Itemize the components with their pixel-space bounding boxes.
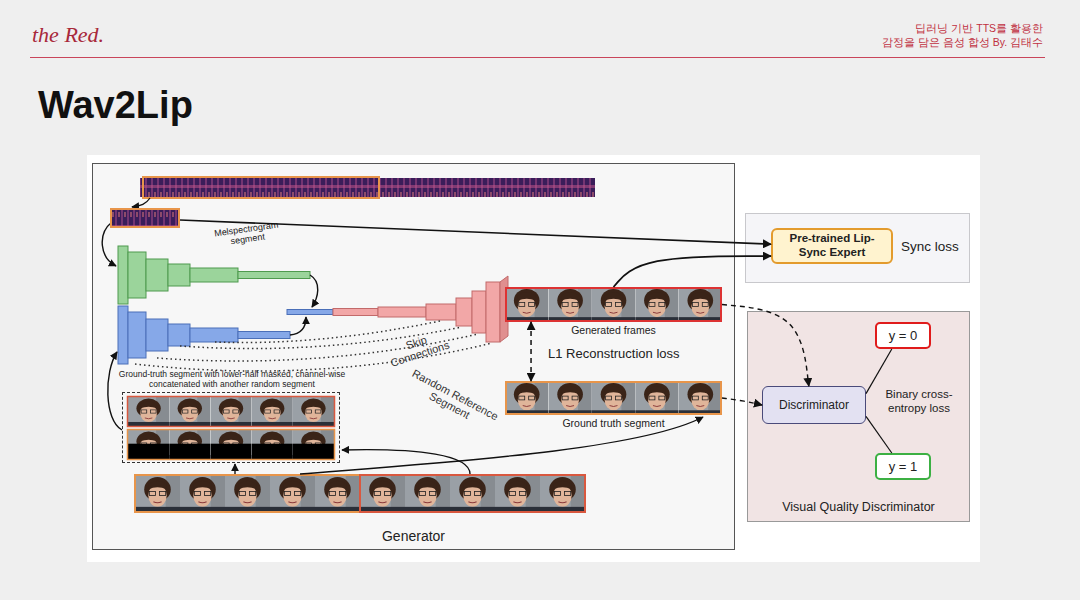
decoder-block bbox=[378, 307, 426, 317]
header-note: 딥러닝 기반 TTS를 활용한 bbox=[915, 22, 1043, 36]
encoder-block bbox=[190, 328, 238, 342]
video-frame bbox=[505, 287, 548, 322]
connector bbox=[180, 220, 771, 244]
video-frame bbox=[505, 381, 548, 415]
video-frame bbox=[548, 381, 591, 415]
header-rule bbox=[30, 57, 1045, 58]
decoder-block bbox=[333, 309, 378, 316]
melspectrogram-segment bbox=[110, 208, 180, 228]
encoder-block bbox=[238, 332, 290, 339]
decoder-block bbox=[472, 291, 486, 333]
encoder-block bbox=[128, 252, 146, 298]
bottleneck bbox=[287, 310, 333, 315]
frame-border bbox=[360, 475, 585, 512]
loss-name: Sync loss bbox=[901, 239, 959, 254]
lip-sync-expert: Pre-trained Lip-Sync Expert bbox=[771, 228, 893, 264]
video-frame bbox=[252, 397, 293, 426]
connector bbox=[866, 416, 892, 453]
strip-caption: Ground truth segment bbox=[507, 417, 720, 429]
video-frame bbox=[315, 475, 360, 512]
discriminator-box: Discriminator bbox=[762, 386, 866, 424]
masked-frame bbox=[210, 430, 251, 459]
panel-title: Visual Quality Discriminator bbox=[748, 500, 969, 514]
strip-caption: Generated frames bbox=[507, 324, 720, 336]
segment-highlight bbox=[143, 177, 379, 198]
frame-border bbox=[135, 475, 360, 512]
encoder-block bbox=[146, 259, 168, 291]
source-video-strip bbox=[135, 475, 585, 512]
video-frame bbox=[169, 397, 210, 426]
connector bbox=[722, 398, 762, 405]
real-label: y = 1 bbox=[875, 453, 931, 480]
slide-title: Wav2Lip bbox=[38, 84, 193, 127]
encoder-block bbox=[146, 319, 168, 351]
class-label: y = 0 bbox=[889, 328, 918, 344]
video-frame bbox=[635, 381, 678, 415]
decoder-block bbox=[486, 282, 500, 342]
header-note: 감정을 담은 음성 합성 By. 김태수 bbox=[882, 36, 1043, 50]
discriminator-name: Discriminator bbox=[779, 398, 849, 412]
ground-truth-frames: Ground truth segment bbox=[505, 381, 722, 415]
encoder-block bbox=[168, 264, 190, 286]
video-frame bbox=[180, 475, 225, 512]
masked-frame bbox=[293, 430, 334, 459]
panel-title: Generator bbox=[93, 528, 734, 544]
video-frame bbox=[270, 475, 315, 512]
video-frame bbox=[635, 287, 678, 322]
mel-segment: Melspectrogram segment bbox=[110, 208, 180, 228]
class-label: y = 1 bbox=[889, 459, 918, 475]
encoder-block bbox=[128, 312, 146, 358]
brand-logo: the Red. bbox=[32, 22, 104, 48]
edge-label: L1 Reconstruction loss bbox=[548, 346, 680, 361]
video-frame bbox=[128, 397, 169, 426]
discriminator-panel: Visual Quality Discriminator Discriminato… bbox=[747, 311, 970, 522]
expert-name: Pre-trained Lip-Sync Expert bbox=[776, 232, 888, 260]
encoder-block bbox=[118, 306, 128, 364]
video-frame bbox=[135, 475, 180, 512]
masked-frame bbox=[169, 430, 210, 459]
encoder-block bbox=[190, 268, 238, 282]
connector bbox=[722, 305, 809, 387]
video-frame bbox=[405, 475, 450, 512]
video-frame bbox=[225, 475, 270, 512]
video-frame bbox=[293, 397, 334, 426]
encoder-block bbox=[118, 246, 128, 304]
connector bbox=[530, 322, 532, 381]
loss-name: Binary cross-entropy loss bbox=[880, 388, 958, 416]
flow-arrow bbox=[234, 464, 235, 474]
ground-truth-images bbox=[505, 381, 722, 415]
video-frame bbox=[360, 475, 405, 512]
encoder-block bbox=[168, 324, 190, 346]
melspectrogram bbox=[140, 178, 595, 197]
video-frame bbox=[540, 475, 585, 512]
video-frame bbox=[548, 287, 591, 322]
fake-label: y = 0 bbox=[875, 322, 931, 349]
sync-loss-panel: Sync loss Pre-trained Lip-Sync Expert bbox=[745, 213, 970, 283]
video-frame bbox=[679, 287, 722, 322]
video-frame bbox=[592, 381, 635, 415]
video-frame bbox=[450, 475, 495, 512]
masked-frame bbox=[252, 430, 293, 459]
connector bbox=[614, 256, 772, 287]
decoder-block bbox=[456, 298, 472, 326]
video-frame bbox=[679, 381, 722, 415]
decoder-block bbox=[426, 304, 456, 320]
masked-input-stack: Ground-truth segment with lower-half mas… bbox=[122, 392, 340, 463]
video-frame bbox=[592, 287, 635, 322]
input-caption: Ground-truth segment with lower-half mas… bbox=[117, 370, 347, 390]
generated-frames: Generated frames bbox=[505, 287, 722, 322]
generated-frames-images bbox=[505, 287, 722, 322]
frame-border bbox=[128, 397, 335, 427]
video-frame bbox=[210, 397, 251, 426]
video-frame bbox=[495, 475, 540, 512]
connector bbox=[866, 349, 892, 394]
masked-frame bbox=[128, 430, 169, 459]
encoder-block bbox=[238, 272, 310, 279]
frame-border bbox=[128, 430, 335, 460]
